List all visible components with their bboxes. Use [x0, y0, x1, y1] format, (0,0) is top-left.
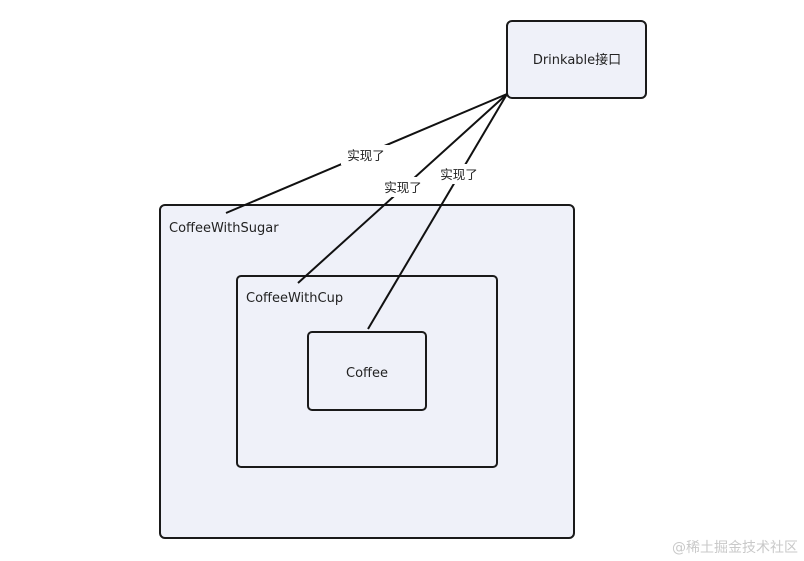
- edge-cup-label-bg: [378, 177, 428, 197]
- coffee-with-sugar-label: CoffeeWithSugar: [169, 221, 279, 236]
- edge-sugar-label-bg: [341, 145, 391, 165]
- coffee-node[interactable]: Coffee: [307, 331, 427, 411]
- drinkable-interface-label: Drinkable接口: [533, 52, 621, 68]
- coffee-label: Coffee: [346, 366, 388, 381]
- drinkable-interface-node[interactable]: Drinkable接口: [506, 20, 647, 99]
- coffee-box: [307, 331, 427, 411]
- edge-coffee-label: 实现了: [440, 167, 478, 182]
- drinkable-interface-box: [506, 20, 647, 99]
- site-watermark: @稀土掘金技术社区: [672, 540, 798, 556]
- edge-sugar-label: 实现了: [347, 148, 385, 163]
- edge-sugar-to-drinkable: 实现了: [225, 93, 508, 214]
- edge-cup-to-drinkable: 实现了: [297, 93, 508, 284]
- edge-coffee-label-bg: [434, 164, 484, 184]
- coffee-with-cup-label: CoffeeWithCup: [246, 291, 343, 306]
- edge-coffee-to-drinkable: 实现了: [367, 93, 508, 330]
- edge-coffee-line: [367, 93, 508, 330]
- edge-cup-label: 实现了: [384, 180, 422, 195]
